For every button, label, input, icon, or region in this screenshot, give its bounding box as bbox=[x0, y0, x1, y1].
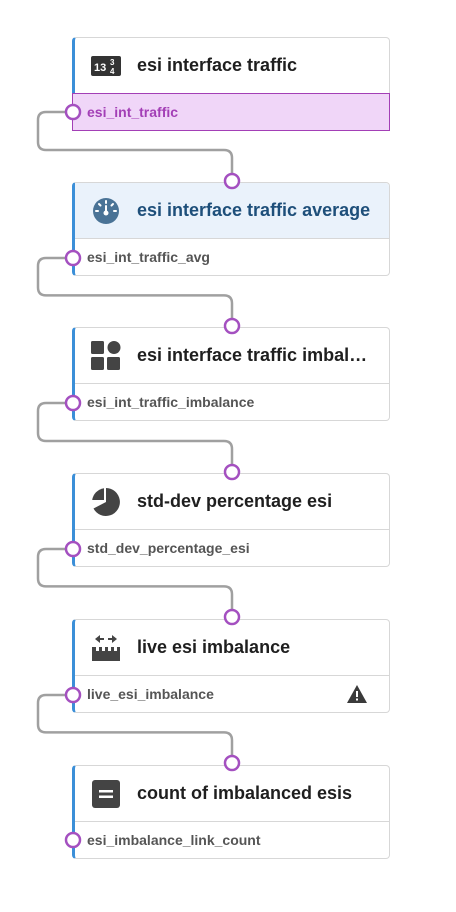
node-std-dev-percentage-esi[interactable]: std-dev percentage esi std_dev_percentag… bbox=[72, 473, 390, 567]
output-port-row[interactable]: esi_int_traffic bbox=[72, 93, 390, 131]
output-port-row[interactable]: live_esi_imbalance bbox=[75, 676, 389, 712]
output-label: esi_int_traffic_imbalance bbox=[87, 394, 255, 410]
output-port-row[interactable]: esi_int_traffic_imbalance bbox=[75, 384, 389, 420]
node-esi-interface-traffic-imbalance[interactable]: esi interface traffic imbalance esi_int_… bbox=[72, 327, 390, 421]
pie-chart-icon bbox=[91, 487, 121, 517]
gauge-icon bbox=[91, 196, 121, 226]
node-title: std-dev percentage esi bbox=[137, 491, 333, 511]
node-header[interactable]: esi interface traffic average bbox=[75, 183, 389, 239]
ruler-arrows-icon bbox=[91, 633, 121, 663]
node-title: count of imbalanced esis bbox=[137, 783, 353, 803]
node-header[interactable]: live esi imbalance bbox=[75, 620, 389, 676]
node-title: esi interface traffic bbox=[137, 55, 298, 75]
node-live-esi-imbalance[interactable]: live esi imbalance live_esi_imbalance bbox=[72, 619, 390, 713]
node-count-of-imbalanced-esis[interactable]: count of imbalanced esis esi_imbalance_l… bbox=[72, 765, 390, 859]
output-port-row[interactable]: esi_int_traffic_avg bbox=[75, 239, 389, 275]
node-esi-interface-traffic-average[interactable]: esi interface traffic average esi_int_tr… bbox=[72, 182, 390, 276]
output-label: esi_int_traffic_avg bbox=[87, 249, 210, 265]
node-title: esi interface traffic imbalance bbox=[137, 345, 377, 365]
node-header[interactable]: count of imbalanced esis bbox=[75, 766, 389, 822]
output-label: esi_imbalance_link_count bbox=[87, 832, 261, 848]
node-title: esi interface traffic average bbox=[137, 200, 371, 220]
node-header[interactable]: std-dev percentage esi bbox=[75, 474, 389, 530]
grid-shapes-icon bbox=[91, 340, 121, 371]
output-label: std_dev_percentage_esi bbox=[87, 540, 250, 556]
svg-text:3: 3 bbox=[110, 58, 115, 67]
node-title: live esi imbalance bbox=[137, 637, 291, 657]
output-port-row[interactable]: esi_imbalance_link_count bbox=[75, 822, 389, 858]
equals-box-icon bbox=[91, 779, 121, 809]
output-label: live_esi_imbalance bbox=[87, 686, 214, 702]
output-label: esi_int_traffic bbox=[87, 104, 179, 120]
warning-icon[interactable] bbox=[347, 685, 367, 706]
svg-text:4: 4 bbox=[110, 67, 115, 76]
node-header[interactable]: esi interface traffic imbalance bbox=[75, 328, 389, 384]
output-port-row[interactable]: std_dev_percentage_esi bbox=[75, 530, 389, 566]
svg-text:13: 13 bbox=[94, 62, 106, 74]
